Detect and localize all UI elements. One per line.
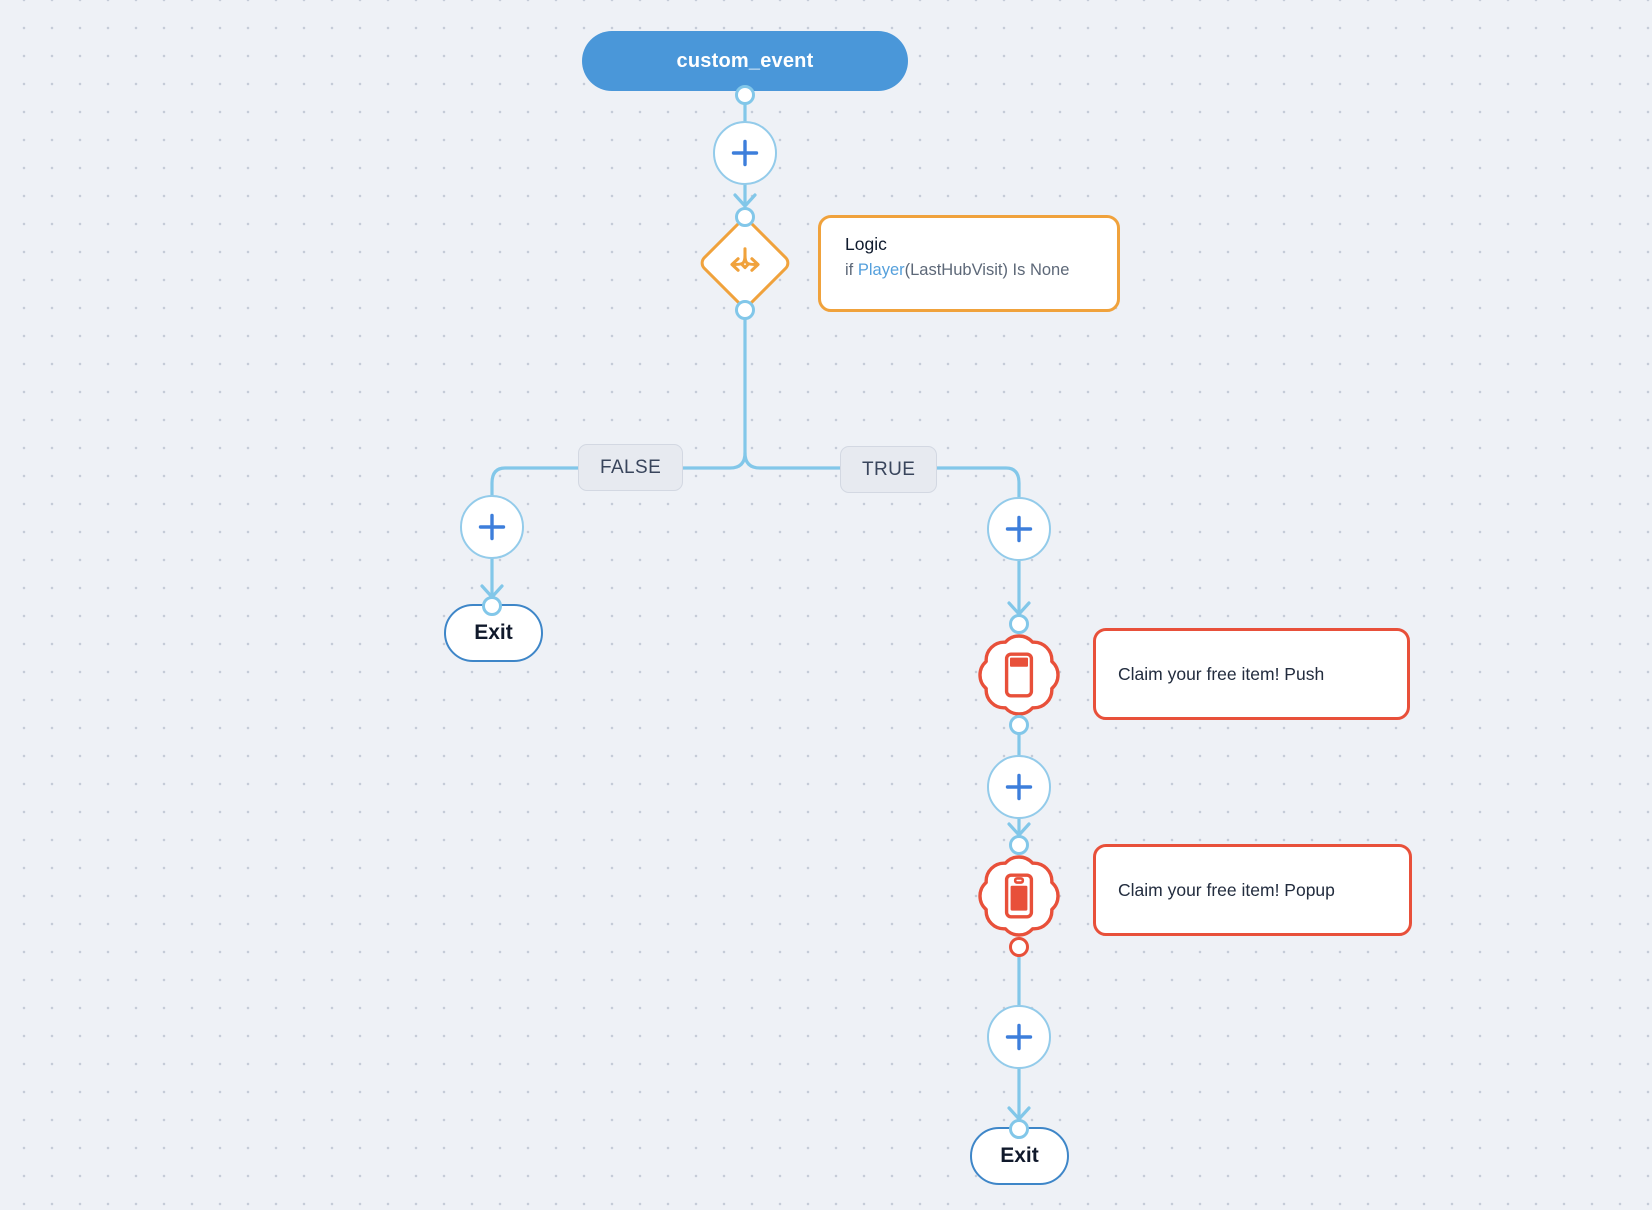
- logic-card-condition: if Player(LastHubVisit) Is None: [845, 261, 1093, 280]
- condition-keyword: if: [845, 261, 858, 279]
- phone-popup-icon: [1004, 873, 1034, 919]
- exit-node-false-branch[interactable]: Exit: [444, 604, 543, 662]
- push-card[interactable]: Claim your free item! Push: [1093, 628, 1410, 720]
- exit-label: Exit: [474, 621, 513, 644]
- logic-node[interactable]: [696, 214, 794, 312]
- popup-card-label: Claim your free item! Popup: [1118, 879, 1335, 900]
- add-step-button-after-popup[interactable]: [987, 1005, 1051, 1069]
- exit-label: Exit: [1000, 1144, 1039, 1167]
- branch-label-true: TRUE: [840, 446, 938, 493]
- push-notification-node[interactable]: [971, 627, 1067, 723]
- plus-icon: [1005, 773, 1033, 801]
- condition-variable: Player: [857, 261, 905, 279]
- logic-card[interactable]: Logic if Player(LastHubVisit) Is None: [818, 215, 1120, 312]
- push-card-label: Claim your free item! Push: [1118, 663, 1325, 684]
- plus-icon: [1005, 1023, 1033, 1051]
- plus-icon: [478, 513, 506, 541]
- arrowhead-icon: [1007, 822, 1031, 837]
- add-step-button-top[interactable]: [713, 121, 777, 185]
- trigger-label: custom_event: [676, 49, 814, 72]
- add-step-button-true-branch[interactable]: [987, 497, 1051, 561]
- phone-push-icon: [1004, 652, 1034, 698]
- popup-card[interactable]: Claim your free item! Popup: [1093, 844, 1412, 936]
- trigger-node-custom-event[interactable]: custom_event: [582, 31, 908, 91]
- false-chip-text: FALSE: [600, 456, 662, 478]
- logic-card-title: Logic: [845, 234, 887, 254]
- badge-seal-outline: [978, 634, 1060, 716]
- branch-split-icon: [722, 240, 768, 286]
- branch-label-false: FALSE: [578, 444, 684, 491]
- add-step-button-after-push[interactable]: [987, 755, 1051, 819]
- arrowhead-icon: [1007, 1106, 1031, 1121]
- arrowhead-icon: [733, 193, 757, 208]
- add-step-button-false-branch[interactable]: [460, 495, 524, 559]
- arrowhead-icon: [480, 584, 504, 599]
- exit-node-true-branch[interactable]: Exit: [970, 1127, 1069, 1185]
- plus-icon: [1005, 515, 1033, 543]
- plus-icon: [731, 139, 759, 167]
- true-chip-text: TRUE: [862, 458, 916, 480]
- arrowhead-icon: [1007, 601, 1031, 616]
- condition-rest: (LastHubVisit) Is None: [904, 261, 1070, 279]
- popup-node[interactable]: [971, 848, 1067, 944]
